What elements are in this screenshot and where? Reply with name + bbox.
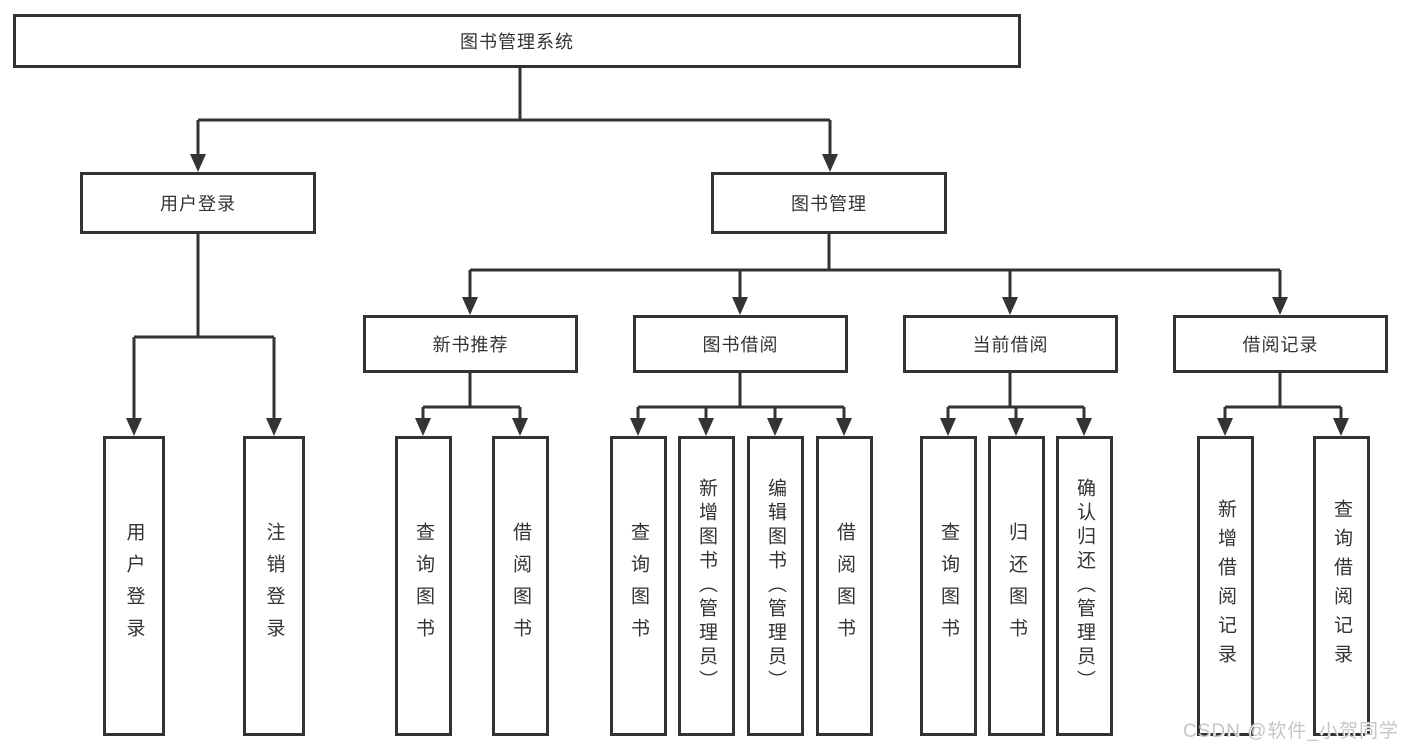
- leaf-borrow-books: 借阅图书: [816, 436, 873, 736]
- node-label: 归还图书: [1006, 522, 1027, 650]
- connector-line: [946, 373, 1086, 420]
- arrowhead-icon: [415, 418, 431, 436]
- arrowhead-icon: [1333, 418, 1349, 436]
- arrowhead-icon: [822, 154, 838, 172]
- leaf-user-login: 用户登录: [103, 436, 165, 736]
- connector-line: [421, 373, 522, 420]
- node-book-borrow: 图书借阅: [633, 315, 848, 373]
- arrowhead-icon: [767, 418, 783, 436]
- node-label: 图书借阅: [702, 335, 779, 355]
- arrowhead-icon: [940, 418, 956, 436]
- node-label: 借阅图书: [510, 522, 531, 650]
- leaf-add-borrow-record: 新增借阅记录: [1197, 436, 1254, 736]
- node-current-borrow: 当前借阅: [903, 315, 1118, 373]
- leaf-return-books: 归还图书: [988, 436, 1045, 736]
- node-label: 查询图书: [628, 522, 649, 650]
- node-label: 查询图书: [413, 522, 434, 650]
- connector-line: [1223, 373, 1343, 420]
- node-label: 查询借阅记录: [1331, 499, 1352, 673]
- leaf-query-borrow-record: 查询借阅记录: [1313, 436, 1370, 736]
- node-label: 用户登录: [123, 522, 145, 650]
- leaf-add-book-admin: 新增图书（管理员）: [678, 436, 735, 736]
- leaf-borrow-books-recommend: 借阅图书: [492, 436, 549, 736]
- arrowhead-icon: [126, 418, 142, 436]
- leaf-query-books-borrow: 查询图书: [610, 436, 667, 736]
- arrowhead-icon: [732, 297, 748, 315]
- leaf-edit-book-admin: 编辑图书（管理员）: [747, 436, 804, 736]
- arrowhead-icon: [1272, 297, 1288, 315]
- connector-line: [468, 234, 1282, 299]
- node-new-book-recommend: 新书推荐: [363, 315, 578, 373]
- node-book-management-branch: 图书管理: [711, 172, 947, 234]
- arrowhead-icon: [1217, 418, 1233, 436]
- node-label: 确认归还（管理员）: [1074, 478, 1095, 694]
- node-user-login-branch: 用户登录: [80, 172, 316, 234]
- leaf-query-books-recommend: 查询图书: [395, 436, 452, 736]
- arrowhead-icon: [1002, 297, 1018, 315]
- node-label: 借阅图书: [834, 522, 855, 650]
- arrowhead-icon: [1076, 418, 1092, 436]
- leaf-logout: 注销登录: [243, 436, 305, 736]
- csdn-watermark: CSDN @软件_小贺同学: [1183, 721, 1399, 742]
- arrowhead-icon: [462, 297, 478, 315]
- node-label: 新增借阅记录: [1215, 499, 1236, 673]
- connector-line: [636, 373, 846, 420]
- connector-line: [132, 234, 276, 420]
- node-label: 用户登录: [160, 194, 236, 214]
- node-label: 当前借阅: [972, 335, 1049, 355]
- node-root-system: 图书管理系统: [13, 14, 1021, 68]
- leaf-confirm-return-admin: 确认归还（管理员）: [1056, 436, 1113, 736]
- arrowhead-icon: [1008, 418, 1024, 436]
- node-label: 图书管理: [791, 194, 867, 214]
- node-label: 查询图书: [938, 522, 959, 650]
- node-label: 注销登录: [263, 522, 285, 650]
- arrowhead-icon: [630, 418, 646, 436]
- leaf-query-books-current: 查询图书: [920, 436, 977, 736]
- node-label: 借阅记录: [1242, 335, 1319, 355]
- arrowhead-icon: [512, 418, 528, 436]
- node-label: 新增图书（管理员）: [696, 478, 717, 694]
- arrowhead-icon: [836, 418, 852, 436]
- node-label: 编辑图书（管理员）: [765, 478, 786, 694]
- node-label: 新书推荐: [432, 335, 509, 355]
- connector-line: [196, 68, 832, 156]
- node-borrow-records: 借阅记录: [1173, 315, 1388, 373]
- arrowhead-icon: [266, 418, 282, 436]
- arrowhead-icon: [190, 154, 206, 172]
- arrowhead-icon: [698, 418, 714, 436]
- node-label: 图书管理系统: [460, 32, 574, 52]
